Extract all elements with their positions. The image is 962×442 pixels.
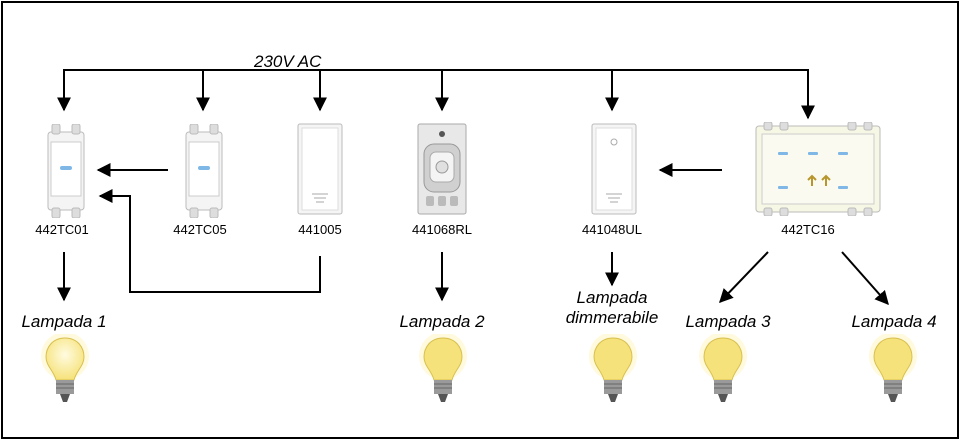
lamp-label-dimmable-line1: Lampada [576, 288, 648, 307]
supply-bus [63, 69, 815, 120]
motion-sensor-441068RL [417, 123, 467, 215]
lamp-label-3: Lampada 3 [685, 312, 771, 331]
device-code-442TC16: 442TC16 [781, 222, 835, 237]
light-bulb-icon [699, 334, 747, 402]
device-code-442TC05: 442TC05 [173, 222, 227, 237]
light-bulb-icon [869, 334, 917, 402]
device-code-441005: 441005 [298, 222, 342, 237]
out-lampada-4 [841, 251, 889, 306]
supply-label: 230V AC [254, 52, 322, 71]
device-code-442TC01: 442TC01 [35, 222, 89, 237]
touch-switch-442TC05 [185, 124, 223, 218]
touch-panel-442TC16 [755, 122, 881, 216]
device-code-441068RL: 441068RL [412, 222, 472, 237]
lamp-label-dimmable-line2: dimmerabile [565, 308, 659, 327]
light-bulb-icon [41, 334, 89, 402]
light-bulb-icon [419, 334, 467, 402]
dimmer-441048UL [591, 123, 637, 215]
lamp-label-dimmable: Lampada dimmerabile [566, 288, 659, 328]
light-bulb-icon [589, 334, 637, 402]
lamp-label-1: Lampada 1 [21, 312, 107, 331]
push-button-441005 [297, 123, 343, 215]
device-code-441048UL: 441048UL [582, 222, 642, 237]
touch-switch-442TC01 [47, 124, 85, 218]
link-441005-to-442TC01 [98, 189, 321, 293]
lamp-label-2: Lampada 2 [399, 312, 485, 331]
lamp-label-4: Lampada 4 [851, 312, 937, 331]
out-lampada-3 [719, 251, 769, 304]
